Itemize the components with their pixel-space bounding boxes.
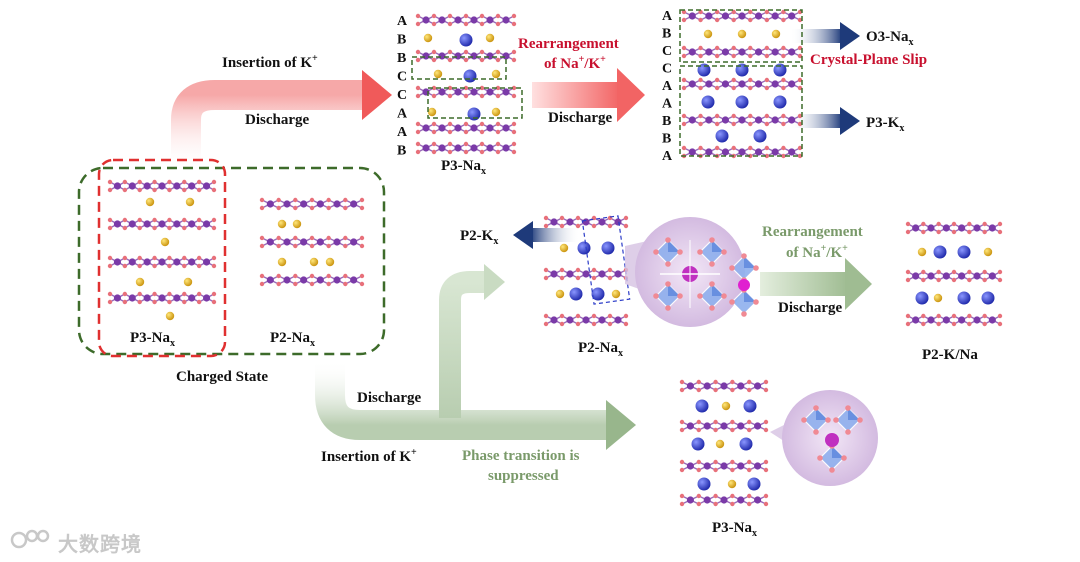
- stack-letter: A: [397, 107, 408, 122]
- rearrangement-arrow: [532, 68, 645, 122]
- charged-p3-structure: [107, 179, 217, 321]
- watermark: 大数跨境: [8, 526, 148, 556]
- upper-rearrangement-line1: Rearrangement: [518, 36, 619, 52]
- stack-letter: B: [397, 144, 406, 159]
- charged-green-dash-box: [77, 166, 386, 356]
- suppressed-line1: Phase transition is: [462, 448, 580, 464]
- stack-letter: A: [662, 9, 673, 24]
- suppressed-line2: suppressed: [488, 468, 559, 484]
- stack-letter: A: [662, 79, 673, 94]
- stack-letter: C: [662, 62, 672, 77]
- lower-p3-label: P3-Nax: [712, 520, 757, 539]
- stack-letter: A: [397, 14, 408, 29]
- lower-discharge-label: Discharge: [357, 390, 421, 406]
- stack-letter: C: [662, 44, 672, 59]
- final-p2kna-structure: [905, 221, 1003, 327]
- upper-dash-box-2: [427, 87, 523, 119]
- stack-letter: A: [397, 125, 408, 140]
- right-dash-box-top: [679, 9, 803, 63]
- p3k-arrow: [790, 107, 860, 135]
- stack-letter: A: [662, 149, 673, 164]
- stack-letter: B: [397, 33, 406, 48]
- upper-rearrangement-line2: of Na+/K+: [544, 54, 606, 72]
- p2k-label: P2-Kx: [460, 228, 498, 247]
- lower-zoom-bubble: [770, 390, 878, 486]
- lower-flow-arrow: [315, 360, 636, 450]
- middle-flow-arrow: [439, 264, 505, 418]
- charged-p2-label: P2-Nax: [270, 330, 315, 349]
- middle-p2na-label: P2-Nax: [578, 340, 623, 359]
- p3-red-dash-box: [97, 158, 227, 358]
- charged-state-label: Charged State: [176, 369, 268, 385]
- stack-letter: C: [397, 88, 407, 103]
- o3-label: O3-Nax: [866, 29, 914, 48]
- stack-letter: B: [662, 27, 671, 42]
- p2k-arrow: [513, 221, 580, 249]
- side-polyhedra: [729, 253, 759, 317]
- middle-p2-structure: [543, 215, 629, 327]
- stack-letter: A: [662, 97, 673, 112]
- right-dash-box-bottom: [679, 65, 803, 157]
- stack-letter: C: [397, 70, 407, 85]
- middle-discharge-label: Discharge: [778, 300, 842, 316]
- watermark-logo-icon: [10, 529, 50, 549]
- stack-letter: B: [662, 114, 671, 129]
- middle-blue-dash-box: [581, 215, 631, 305]
- watermark-text: 大数跨境: [58, 532, 142, 556]
- stack-letter: B: [397, 51, 406, 66]
- upper-insertion-label: Insertion of K+: [222, 53, 318, 71]
- upper-p3-label: P3-Nax: [441, 158, 486, 177]
- lower-p3-structure: [679, 379, 769, 507]
- middle-rearrangement-line1: Rearrangement: [762, 224, 863, 240]
- charged-p2-structure: [259, 197, 365, 287]
- upper-discharge-label: Discharge: [245, 112, 309, 128]
- middle-rearrangement-line2: of Na+/K+: [786, 243, 848, 261]
- upper-dash-box-1: [411, 56, 507, 80]
- stack-letter: B: [662, 132, 671, 147]
- lower-insertion-label: Insertion of K+: [321, 447, 417, 465]
- o3-arrow: [790, 22, 860, 50]
- p3k-label: P3-Kx: [866, 115, 904, 134]
- final-p2kna-label: P2-K/Na: [922, 347, 978, 363]
- middle-zoom-bubble: [625, 217, 745, 327]
- right-slip-structure: [681, 9, 803, 159]
- charged-p3-label: P3-Nax: [130, 330, 175, 349]
- rearrangement-green-arrow: [760, 258, 872, 310]
- slip-label: Crystal-Plane Slip: [810, 52, 927, 68]
- upper-p3-structure: [415, 13, 517, 155]
- upper-discharge2-label: Discharge: [548, 110, 612, 126]
- upper-flow-arrow: [171, 70, 392, 170]
